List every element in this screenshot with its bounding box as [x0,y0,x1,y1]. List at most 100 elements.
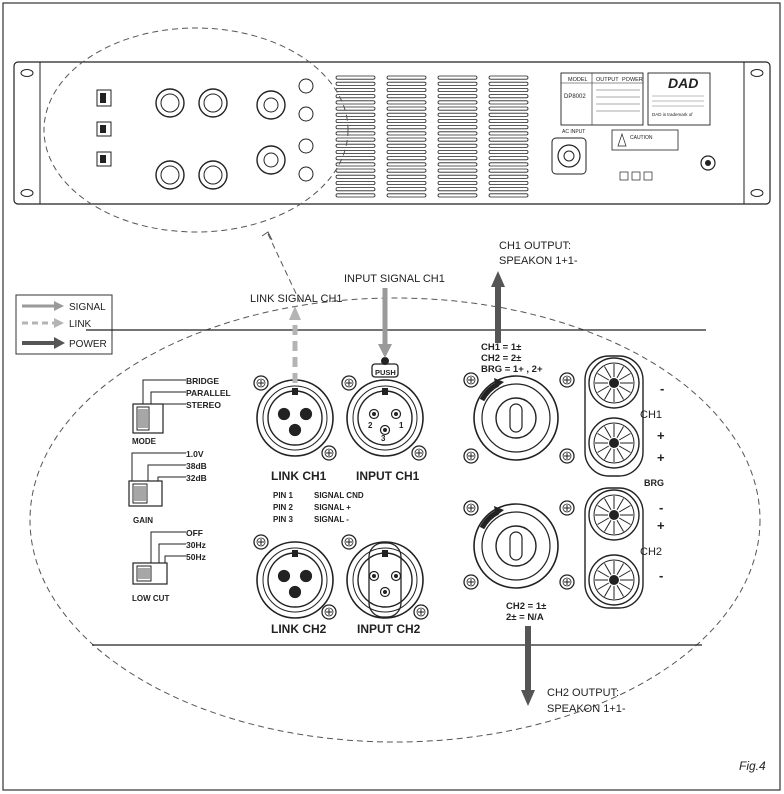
post-rib [618,373,631,381]
vent-slot [437,100,478,105]
post-ch2-minus-sign-1: - [659,500,663,515]
speakon-ch2-line1: CH2 = 1± [506,601,546,612]
vent-slot [488,81,529,86]
xlr-pin-2-label: 2 [368,421,373,430]
lowcut-switch[interactable] [132,531,186,585]
screw-head [344,537,354,547]
xlr-pin-center [394,412,398,416]
post-rib [597,582,610,590]
post-rib [616,447,624,460]
xlr-pin [299,407,313,421]
mode-option-bridge: BRIDGE [186,376,219,386]
screw-head [562,577,572,587]
vent-slot [335,94,376,99]
legend: SIGNAL LINK POWER [15,294,113,355]
post-ch1-minus-ring [593,362,635,404]
ch2-power-arrowhead [521,690,535,706]
vent-slot [335,81,376,86]
post-ch1-minus-center [609,378,619,388]
ch2-output-line2: SPEAKON 1+1- [547,703,626,715]
model-header: MODEL [568,77,588,83]
xlr-link-ch2 [256,541,334,619]
vent-slot [335,143,376,148]
xlr-connectors [253,375,429,620]
lowcut-option-50hz: 50Hz [186,552,206,562]
mode-switch[interactable] [132,379,186,434]
post-ch2-plus-sign: + [657,518,665,533]
vent-slot [488,193,529,198]
post-rib [616,563,624,576]
pin-row-3-signal: SIGNAL - [314,515,349,524]
vent-slot [386,193,427,198]
post-rib [604,387,612,400]
xlr-input-ch2-latch [368,542,402,618]
vent-slot [437,149,478,154]
vent-slot [437,162,478,167]
speakon-ch2-ring [481,511,551,581]
gain-switch[interactable] [128,452,186,507]
screw-head [256,537,266,547]
post-ch1-plus-sign-1: + [657,428,665,443]
vent-slot [335,156,376,161]
vent-slot [437,112,478,117]
vent-slot [335,162,376,167]
xlr-input-ch1-key [382,388,388,395]
post-rib [604,563,612,576]
vent-slot [437,168,478,173]
speakon-ch2-inner [495,525,537,567]
ch1-output-line2: SPEAKON 1+1- [499,255,578,267]
input-ch1-label: INPUT CH1 [356,469,420,483]
screw-head [324,448,334,458]
screw-head [416,607,426,617]
screw-head [466,503,476,513]
lowcut-option-30hz: 30Hz [186,540,206,550]
post-rib [616,519,624,532]
xlr-pin-center [372,574,376,578]
vent-slot [437,119,478,124]
vent-slot [488,149,529,154]
post-rib [616,584,624,597]
vent-slot [437,75,478,80]
rear-panel: MODEL OUTPUT POWER DP8002 DAD DAD is tra… [13,61,771,205]
vent-slot [488,88,529,93]
mode-label: MODE [132,437,157,446]
screw-head [562,451,572,461]
vent-slot [386,100,427,105]
vent-slot [437,94,478,99]
output-header: OUTPUT [596,77,619,83]
vent-slot [488,168,529,173]
xlr-pin-1-label: 1 [399,421,404,430]
power-header: POWER [622,77,643,83]
speakon-ch2 [473,503,559,589]
xlr-pin-center [372,412,376,416]
vent-slot [386,112,427,117]
speakon-ch1-line1: CH1 = 1± [481,342,521,353]
post-rib [618,433,631,441]
vent-slot [335,119,376,124]
xlr-pin-center [383,428,387,432]
vent-slot [488,94,529,99]
post-ch2-minus-ring [593,559,635,601]
vent-slot [386,162,427,167]
xlr-pin [288,423,302,437]
lowcut-option-off: OFF [186,528,203,538]
post-rib [616,366,624,379]
vent-slot [437,137,478,142]
zoom-source-ellipse [43,27,349,233]
screw-head [344,378,354,388]
post-rib [604,519,612,532]
post-rib [604,426,612,439]
vent-slot [488,174,529,179]
post-rib [597,505,610,513]
push-latch[interactable] [371,357,399,378]
vent-slot [386,174,427,179]
speakon-ch1-ring [481,383,551,453]
vent-slot [386,94,427,99]
post-rib [604,584,612,597]
xlr-pin-center [383,590,387,594]
vent-slot [335,187,376,192]
xlr-input-ch1 [346,379,424,457]
screw-head [466,451,476,461]
vent-slot [437,88,478,93]
